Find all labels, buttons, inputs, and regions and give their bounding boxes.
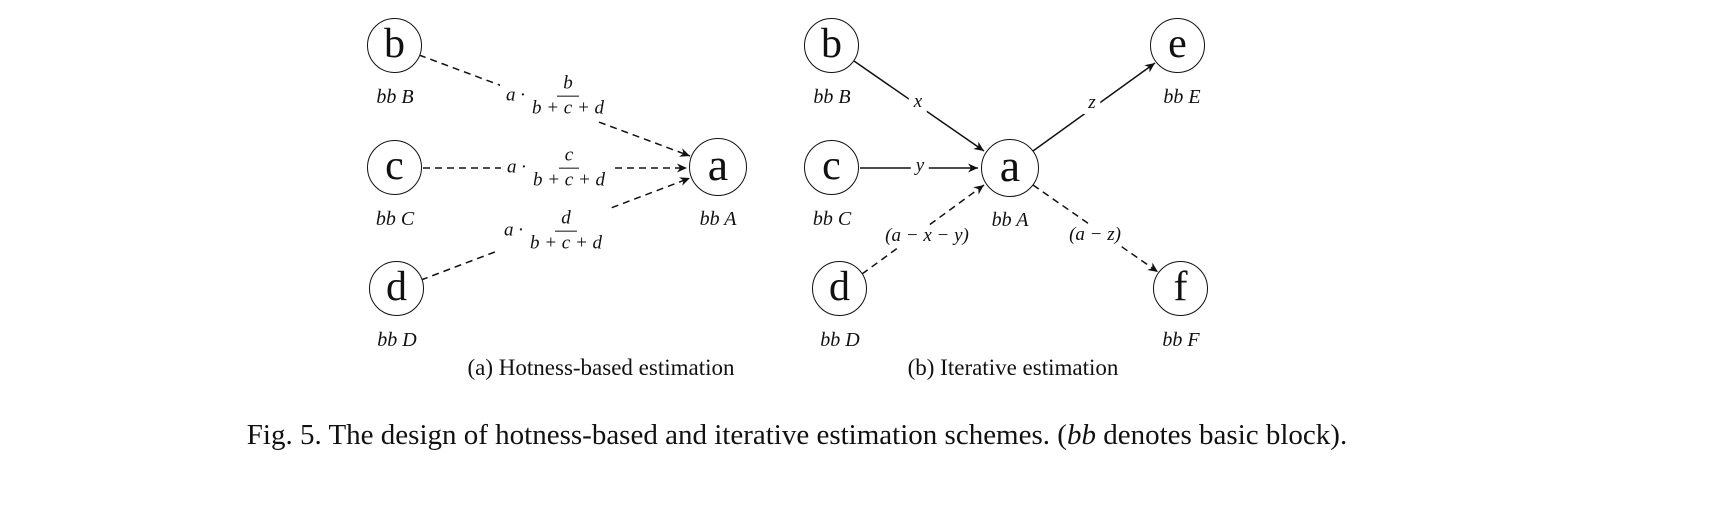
panel-b-caption: (b) Iterative estimation	[907, 355, 1119, 380]
panel-a-edge-label-c: a · c b + c + d	[500, 142, 612, 194]
panel-a-node-c: c	[367, 140, 422, 195]
panel-b-node-b-caption: bb B	[813, 86, 851, 108]
figure-caption-suffix: denotes basic block).	[1095, 419, 1348, 451]
panel-b-node-f-caption: bb F	[1162, 329, 1200, 351]
frac-prefix: a ·	[503, 220, 523, 241]
panel-b-node-c: c	[804, 140, 859, 195]
panel-b-node-e-letter: e	[1168, 20, 1187, 67]
fraction: d b + c + d	[529, 207, 603, 254]
panel-b-edge-label-a-x-y: (a − x − y)	[880, 225, 974, 247]
panel-a-node-a-letter: a	[707, 139, 729, 190]
panel-b-edge-label-z: z	[1083, 92, 1101, 114]
panel-a-node-c-letter: c	[385, 142, 404, 189]
panel-a-node-b-letter: b	[384, 20, 405, 67]
panel-b-node-d: d	[812, 261, 867, 316]
panel-b-node-f: f	[1153, 261, 1208, 316]
panel-a-node-b-caption: bb B	[376, 86, 414, 108]
panel-a-edge-label-d: a · d b + c + d	[497, 205, 609, 257]
panel-b-node-a: a	[981, 139, 1039, 197]
panel-b-node-a-letter: a	[999, 140, 1021, 191]
panel-b-node-b-letter: b	[821, 20, 842, 67]
frac-prefix: a ·	[505, 85, 525, 106]
panel-b-node-d-caption: bb D	[820, 329, 860, 351]
panel-a-node-a-caption: bb A	[699, 208, 737, 230]
panel-b-node-b: b	[804, 18, 859, 73]
panel-b-node-e-caption: bb E	[1163, 86, 1201, 108]
panel-a-caption: (a) Hotness-based estimation	[467, 355, 735, 380]
panel-a-node-a: a	[689, 138, 747, 196]
panel-a-node-b: b	[367, 18, 422, 73]
panel-a-node-d-letter: d	[386, 263, 407, 310]
figure-caption-prefix: Fig. 5. The design of hotness-based and …	[246, 419, 1067, 451]
panel-b-node-c-caption: bb C	[812, 208, 852, 230]
figure-caption: Fig. 5. The design of hotness-based and …	[247, 419, 1347, 452]
panel-b-node-a-caption: bb A	[991, 209, 1029, 231]
panel-b-edge-label-y: y	[910, 155, 930, 177]
panel-b-node-c-letter: c	[822, 142, 841, 189]
panel-a-node-c-caption: bb C	[375, 208, 415, 230]
fraction: b b + c + d	[531, 72, 605, 119]
panel-b-edge-label-a-z: (a − z)	[1064, 224, 1126, 246]
frac-prefix: a ·	[506, 157, 526, 178]
panel-b-node-d-letter: d	[829, 263, 850, 310]
panel-b-node-f-letter: f	[1173, 263, 1188, 310]
panel-b-edge-label-x: x	[908, 91, 928, 113]
fraction: c b + c + d	[532, 144, 606, 191]
panel-a-edge-label-b: a · b b + c + d	[499, 70, 611, 122]
panel-a-node-d: d	[369, 261, 424, 316]
figure-caption-emph: bb	[1066, 419, 1096, 451]
panel-b-node-e: e	[1150, 18, 1205, 73]
panel-a-node-d-caption: bb D	[377, 329, 417, 351]
